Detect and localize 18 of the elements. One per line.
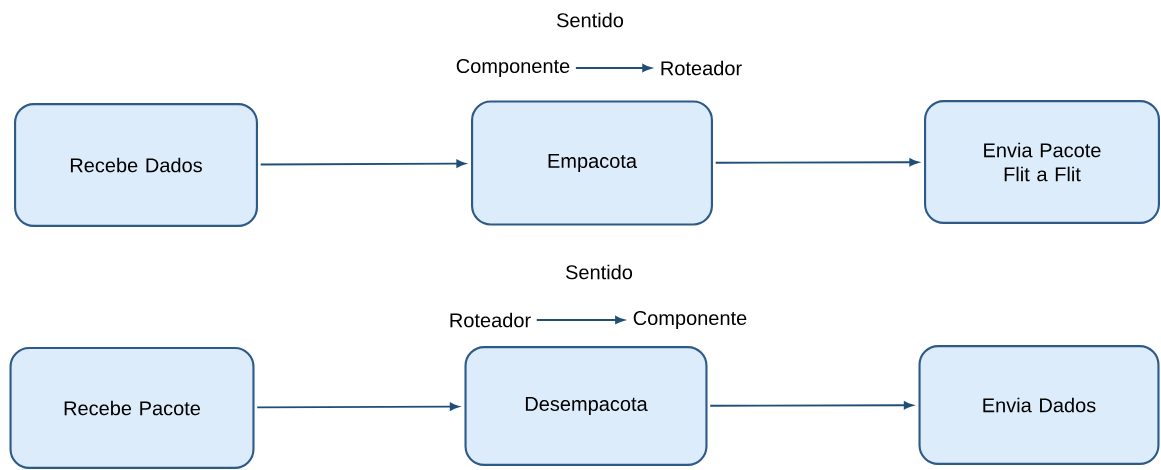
direction-text: Roteador <box>450 312 531 328</box>
process-box: Recebe Dados <box>14 103 258 227</box>
process-box: Recebe Pacote <box>9 347 255 469</box>
process-box: Empacota <box>471 100 713 226</box>
process-box: Envia Dados <box>918 345 1160 465</box>
arrow <box>714 158 919 167</box>
arrow <box>259 159 466 168</box>
arrow <box>574 64 652 72</box>
arrow <box>535 316 625 324</box>
arrow <box>256 402 460 411</box>
arrow <box>709 401 913 410</box>
direction-text: Roteador <box>661 60 742 76</box>
process-box: Desempacota <box>464 346 708 466</box>
heading-text: Sentido <box>566 264 633 280</box>
process-box: Envia Pacote Flit a Flit <box>924 100 1160 224</box>
direction-text: Componente <box>633 310 747 330</box>
heading-text: Sentido <box>557 12 624 28</box>
direction-text: Componente <box>456 58 570 78</box>
